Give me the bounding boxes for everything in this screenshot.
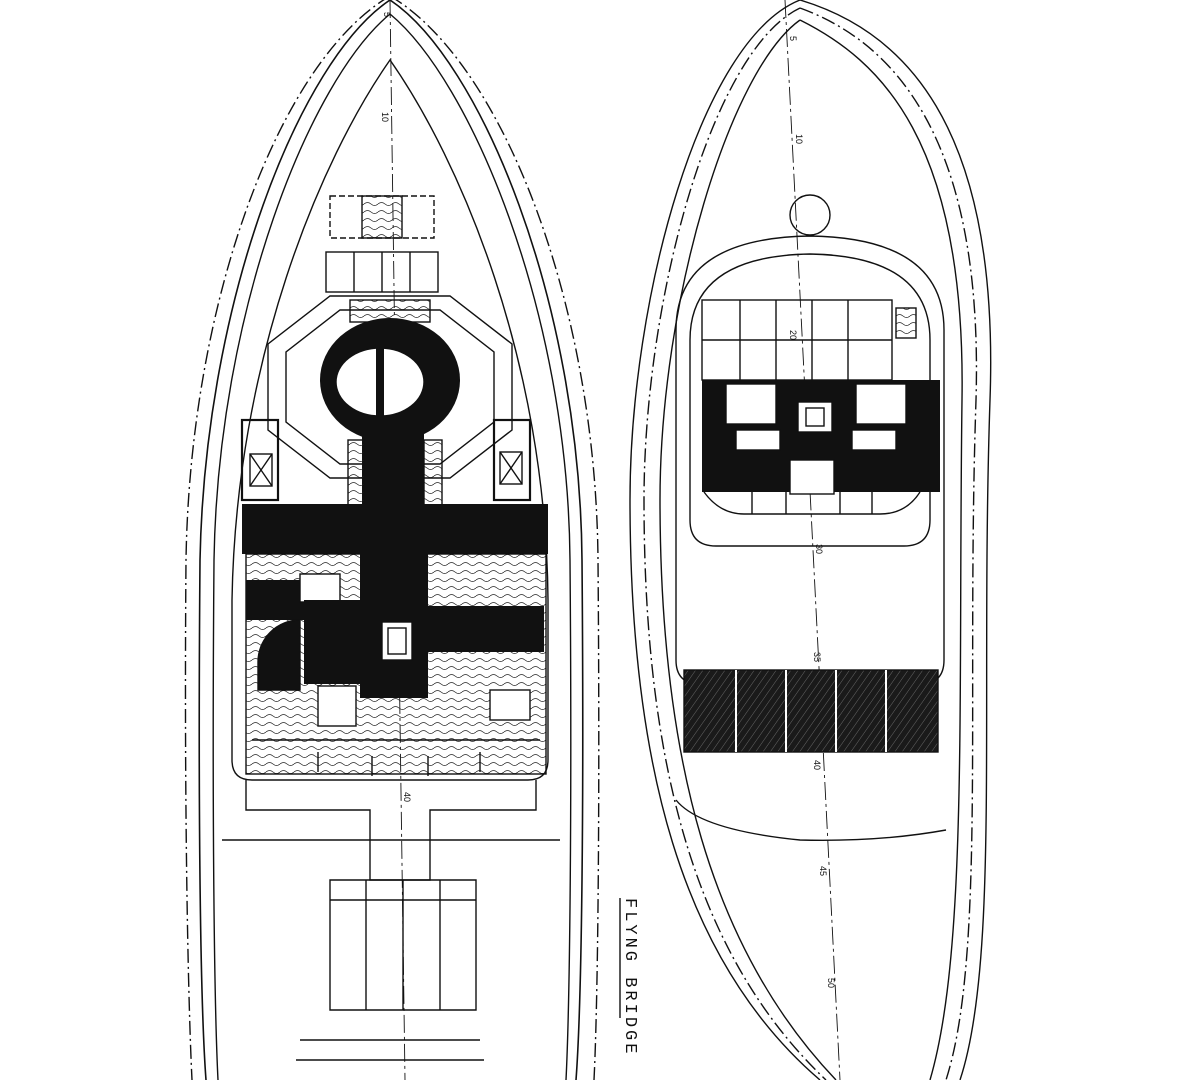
left-hull-outer-right [389, 0, 584, 1080]
right-mast-base [789, 194, 831, 236]
left-station-5: 5 [382, 12, 392, 17]
left-sheer-dashed [184, 0, 386, 1080]
left-octagon-seating [267, 295, 513, 479]
left-centerline [389, 0, 406, 1080]
left-station-40: 40 [402, 792, 412, 802]
right-centerline [784, 0, 841, 1080]
right-station-20: 20 [788, 330, 798, 340]
right-solar-panels [683, 669, 939, 753]
left-hull-inner [212, 13, 391, 1080]
right-station-35: 35 [812, 652, 822, 662]
left-deck-plan [184, 0, 600, 1080]
left-dark-crossbar [242, 504, 548, 554]
right-station-40: 40 [812, 760, 822, 770]
right-station-10: 10 [794, 134, 804, 144]
left-deck-rail [231, 58, 549, 781]
right-station-5: 5 [788, 36, 798, 41]
left-stbd-locker [492, 418, 532, 502]
left-port-locker [240, 418, 280, 502]
right-station-45: 45 [818, 866, 828, 876]
drawing-title-block: FLYNG BRIDGE [619, 898, 639, 1056]
drawing-title: FLYNG BRIDGE [620, 898, 639, 1056]
left-hull-outer [198, 0, 391, 1080]
right-hull-outer [629, 0, 821, 1080]
right-deck-plan [629, 0, 992, 1080]
left-station-10: 10 [380, 112, 390, 122]
right-station-50: 50 [826, 978, 836, 988]
right-station-30: 30 [814, 544, 824, 554]
